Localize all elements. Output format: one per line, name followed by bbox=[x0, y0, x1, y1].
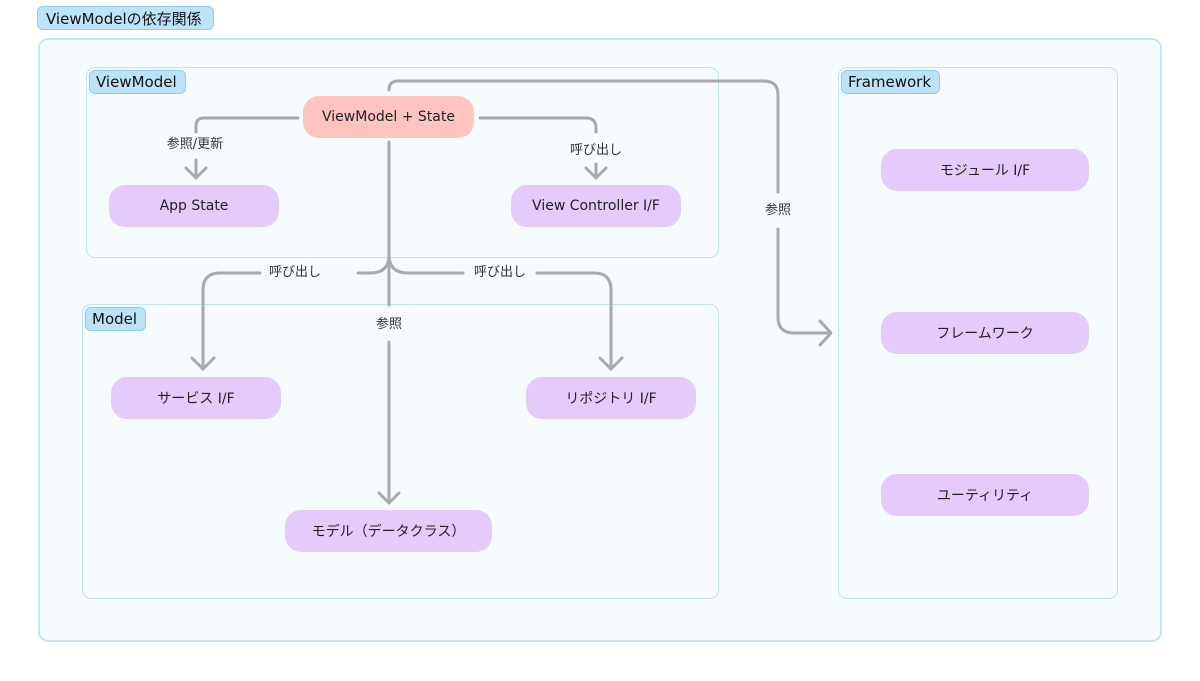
edge-label-appstate: 参照/更新 bbox=[163, 137, 227, 153]
edge-label-framework: 参照 bbox=[761, 203, 795, 219]
node-data-model[interactable]: モデル（データクラス） bbox=[285, 510, 492, 552]
node-viewmodel-state[interactable]: ViewModel + State bbox=[303, 96, 474, 138]
edge-label-service: 呼び出し bbox=[265, 265, 325, 281]
group-label-framework: Framework bbox=[841, 70, 941, 94]
group-model: Model bbox=[82, 304, 719, 599]
node-repository[interactable]: リポジトリ I/F bbox=[526, 377, 696, 419]
node-service[interactable]: サービス I/F bbox=[111, 377, 281, 419]
edge-label-repository: 呼び出し bbox=[470, 265, 530, 281]
diagram-title: ViewModelの依存関係 bbox=[37, 6, 214, 30]
node-framework[interactable]: フレームワーク bbox=[881, 312, 1089, 354]
node-app-state[interactable]: App State bbox=[109, 185, 279, 227]
node-view-controller[interactable]: View Controller I/F bbox=[511, 185, 681, 227]
edge-label-viewcontroller: 呼び出し bbox=[566, 143, 626, 159]
edge-label-datamodel: 参照 bbox=[372, 317, 406, 333]
node-utility[interactable]: ユーティリティ bbox=[881, 474, 1089, 516]
node-module-if[interactable]: モジュール I/F bbox=[881, 149, 1089, 191]
group-label-model: Model bbox=[85, 307, 147, 331]
group-label-viewmodel: ViewModel bbox=[89, 70, 186, 94]
